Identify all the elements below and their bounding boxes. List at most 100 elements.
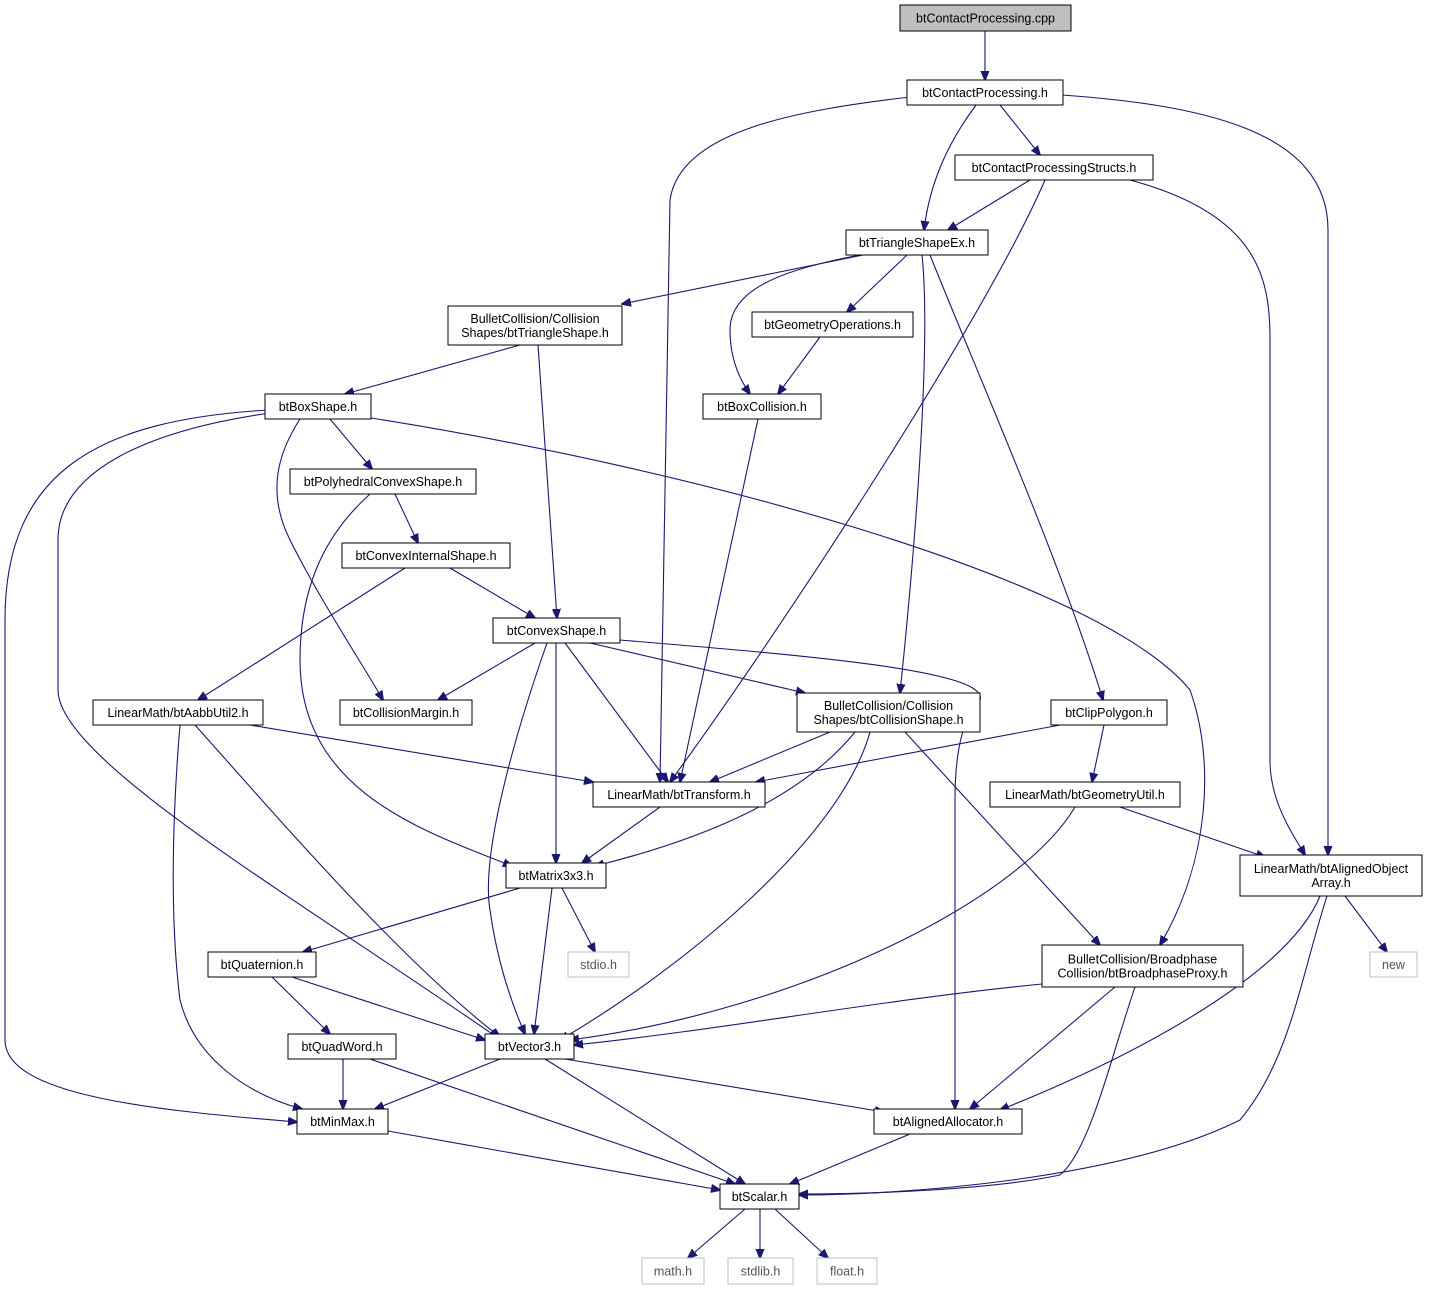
node-label: math.h bbox=[654, 1265, 692, 1279]
edge-cvx-to-cmar bbox=[438, 642, 536, 700]
edge-line bbox=[1129, 179, 1305, 855]
edge-line bbox=[375, 1058, 501, 1109]
node-label: LinearMath/btGeometryUtil.h bbox=[1005, 788, 1165, 802]
node-box bbox=[906, 79, 1064, 106]
node-label: btMatrix3x3.h bbox=[518, 869, 593, 883]
edge-cph-to-tr bbox=[660, 96, 911, 782]
edge-line bbox=[619, 639, 981, 1109]
node-box bbox=[816, 1257, 878, 1285]
node-label: btContactProcessing.h bbox=[922, 86, 1048, 100]
node-clip[interactable]: btClipPolygon.h bbox=[1050, 699, 1168, 726]
edge-line bbox=[774, 1208, 828, 1258]
node-new[interactable]: new bbox=[1369, 951, 1418, 978]
node-mat[interactable]: btMatrix3x3.h bbox=[505, 862, 607, 889]
node-cps[interactable]: btContactProcessingStructs.h bbox=[954, 154, 1154, 181]
edge-bp-to-aa bbox=[970, 986, 1116, 1109]
edge-line bbox=[929, 254, 1103, 700]
node-stdio[interactable]: stdio.h bbox=[567, 951, 630, 978]
node-sc[interactable]: btScalar.h bbox=[719, 1183, 800, 1210]
node-cmar[interactable]: btCollisionMargin.h bbox=[339, 699, 473, 726]
edge-line bbox=[438, 642, 536, 700]
node-label: LinearMath/btAabbUtil2.h bbox=[107, 706, 248, 720]
edge-tr-to-mat bbox=[582, 806, 661, 863]
edge-gu-to-v3 bbox=[570, 806, 1076, 1040]
node-root[interactable]: btContactProcessing.cpp bbox=[899, 4, 1072, 32]
edge-line bbox=[710, 731, 831, 782]
node-label: btBoxCollision.h bbox=[717, 400, 807, 414]
node-gu[interactable]: LinearMath/btGeometryUtil.h bbox=[989, 781, 1181, 808]
node-bcs[interactable]: BulletCollision/CollisionShapes/btCollis… bbox=[796, 692, 981, 733]
node-geo[interactable]: btGeometryOperations.h bbox=[751, 311, 914, 338]
edge-clip-to-tr bbox=[756, 724, 1061, 782]
node-box bbox=[592, 781, 766, 808]
node-box bbox=[719, 1183, 800, 1210]
file-nodes: btContactProcessing.cpp btContactProcessi… bbox=[92, 4, 1423, 1285]
edge-line bbox=[680, 418, 759, 782]
edge-aabb-to-mm bbox=[172, 724, 302, 1109]
node-label: btContactProcessing.cpp bbox=[916, 12, 1055, 26]
node-boxc[interactable]: btBoxCollision.h bbox=[702, 393, 822, 420]
node-stdlib[interactable]: stdlib.h bbox=[727, 1257, 794, 1285]
edge-line bbox=[904, 731, 1100, 945]
edge-bcs-to-tr bbox=[710, 731, 831, 782]
edge-tse-to-bcs bbox=[900, 254, 926, 693]
edge-cph-to-aoa bbox=[1061, 94, 1328, 855]
node-poly[interactable]: btPolyhedralConvexShape.h bbox=[289, 468, 477, 495]
edge-cps-to-aoa bbox=[1129, 179, 1305, 855]
edge-tse-to-boxc bbox=[729, 254, 861, 394]
edge-cvx-to-bcs bbox=[589, 642, 805, 693]
node-math[interactable]: math.h bbox=[641, 1257, 705, 1285]
edge-aoa-to-new bbox=[1344, 895, 1387, 952]
edge-line bbox=[276, 418, 383, 700]
node-tse[interactable]: btTriangleShapeEx.h bbox=[845, 229, 989, 256]
node-tr[interactable]: LinearMath/btTransform.h bbox=[592, 781, 766, 808]
node-label: float.h bbox=[830, 1265, 864, 1279]
node-label: btClipPolygon.h bbox=[1065, 706, 1153, 720]
node-box bbox=[873, 1108, 1023, 1135]
node-float[interactable]: float.h bbox=[816, 1257, 878, 1285]
edge-box-to-poly bbox=[329, 418, 372, 469]
node-box bbox=[727, 1257, 794, 1285]
node-box bbox=[289, 468, 477, 495]
node-bp[interactable]: BulletCollision/BroadphaseCollision/btBr… bbox=[1041, 944, 1244, 988]
edge-line bbox=[999, 104, 1040, 155]
node-bct[interactable]: BulletCollision/CollisionShapes/btTriang… bbox=[447, 305, 623, 346]
node-box bbox=[1050, 699, 1168, 726]
node-label: Shapes/btCollisionShape.h bbox=[813, 713, 963, 727]
node-v3[interactable]: btVector3.h bbox=[484, 1033, 575, 1060]
node-box[interactable]: btBoxShape.h bbox=[264, 393, 372, 420]
edge-line bbox=[1119, 806, 1265, 857]
node-cvx[interactable]: btConvexShape.h bbox=[492, 617, 621, 644]
edge-bcs-to-v3 bbox=[560, 731, 871, 1040]
edge-tse-to-clip bbox=[929, 254, 1103, 700]
edge-geo-to-boxc bbox=[778, 336, 821, 394]
edge-line bbox=[589, 642, 805, 693]
node-aabb[interactable]: LinearMath/btAabbUtil2.h bbox=[92, 699, 264, 726]
edge-bct-to-cvx bbox=[537, 344, 557, 618]
node-box bbox=[1041, 944, 1244, 988]
node-box bbox=[264, 393, 372, 420]
node-aa[interactable]: btAlignedAllocator.h bbox=[873, 1108, 1023, 1135]
edge-line bbox=[57, 412, 498, 1038]
edge-v3-to-mm bbox=[375, 1058, 501, 1109]
edge-line bbox=[595, 731, 856, 866]
edge-cint-to-cvx bbox=[449, 567, 535, 618]
edge-line bbox=[948, 179, 1031, 230]
edge-aa-to-sc bbox=[790, 1133, 911, 1184]
edge-bp-to-v3 bbox=[574, 983, 1043, 1045]
edge-sc-to-float bbox=[774, 1208, 828, 1258]
edge-cps-to-tse bbox=[948, 179, 1031, 230]
edge-line bbox=[544, 1058, 745, 1184]
node-cint[interactable]: btConvexInternalShape.h bbox=[341, 542, 511, 569]
edge-clip-to-gu bbox=[1092, 724, 1105, 782]
node-quat[interactable]: btQuaternion.h bbox=[207, 951, 317, 978]
node-cph[interactable]: btContactProcessing.h bbox=[906, 79, 1064, 106]
node-mm[interactable]: btMinMax.h bbox=[296, 1108, 389, 1135]
edge-line bbox=[449, 567, 535, 618]
node-qw[interactable]: btQuadWord.h bbox=[287, 1033, 397, 1060]
edge-line bbox=[756, 724, 1061, 782]
edge-poly-to-mat bbox=[299, 493, 512, 866]
edge-line bbox=[345, 344, 521, 394]
edge-line bbox=[778, 336, 821, 394]
